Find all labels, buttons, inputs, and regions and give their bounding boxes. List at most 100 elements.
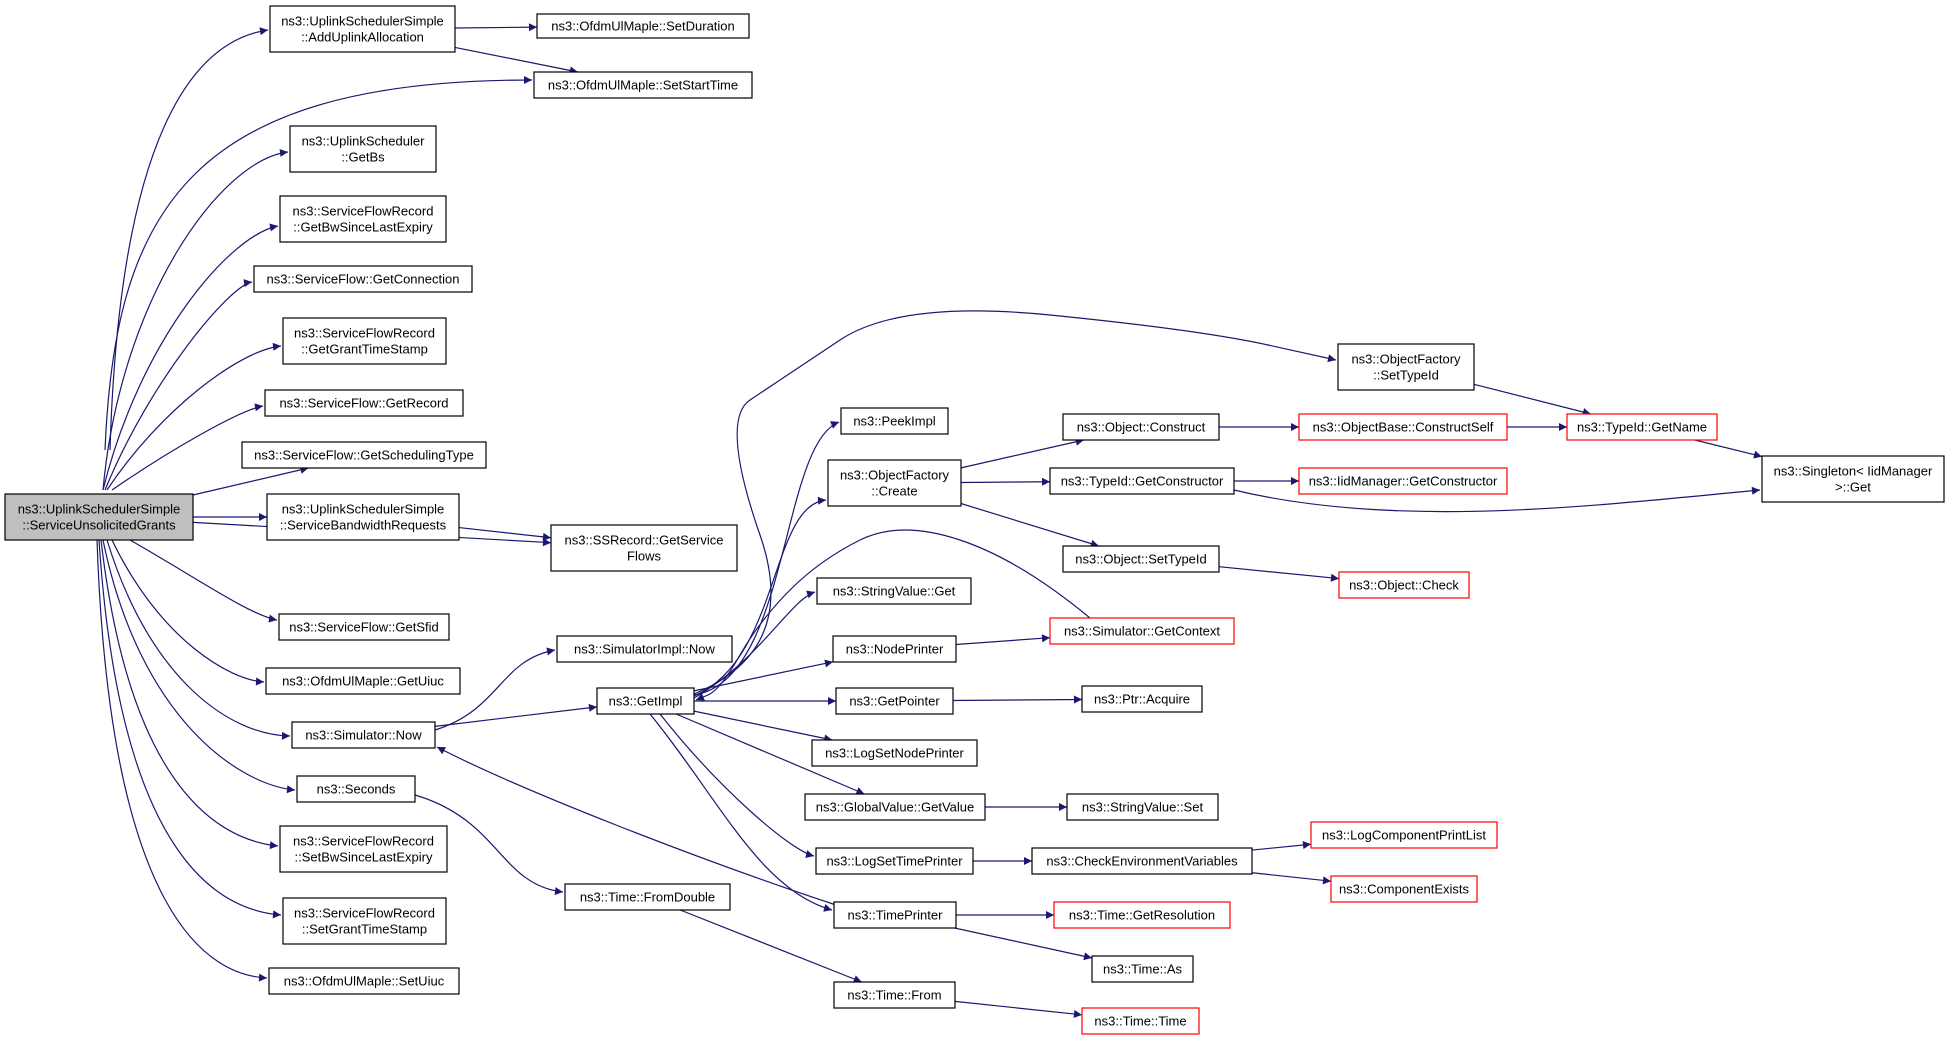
graph-node-n2[interactable]: ns3::OfdmUlMaple::SetDuration <box>536 13 750 39</box>
node-label: ns3::GetPointer <box>849 694 940 709</box>
graph-node-n21[interactable]: ns3::Time::FromDouble <box>564 883 731 911</box>
graph-node-n46[interactable]: ns3::Object::Check <box>1338 571 1470 599</box>
node-box <box>835 687 954 715</box>
node-label: ns3::StringValue::Set <box>1082 800 1204 815</box>
graph-node-n24[interactable]: ns3::PeekImpl <box>840 407 949 435</box>
graph-node-n45[interactable]: ns3::IidManager::GetConstructor <box>1298 467 1508 495</box>
node-label: ns3::SSRecord::GetService <box>565 533 724 548</box>
graph-node-n30[interactable]: ns3::GlobalValue::GetValue <box>804 793 986 821</box>
graph-node-n40[interactable]: ns3::CheckEnvironmentVariables <box>1031 847 1253 875</box>
node-box <box>268 967 460 995</box>
graph-node-n43[interactable]: ns3::TypeId::GetName <box>1566 413 1718 441</box>
node-box <box>536 13 750 39</box>
graph-node-n49[interactable]: ns3::Singleton< IidManager>::Get <box>1761 455 1945 503</box>
graph-node-n42[interactable]: ns3::Time::As <box>1091 955 1194 983</box>
node-label: ::ServiceUnsolicitedGrants <box>22 518 176 533</box>
graph-node-n36[interactable]: ns3::Object::SetTypeId <box>1062 545 1220 573</box>
edge-n1-to-n2 <box>454 23 538 32</box>
node-label: ns3::Simulator::Now <box>305 728 422 743</box>
node-label: ns3::OfdmUlMaple::SetStartTime <box>548 78 738 93</box>
edge-n15-to-n21 <box>414 794 564 896</box>
node-box <box>279 825 448 873</box>
graph-node-n48[interactable]: ns3::ComponentExists <box>1330 875 1478 903</box>
graph-node-n34[interactable]: ns3::Object::Construct <box>1062 413 1220 441</box>
node-box <box>1049 467 1235 495</box>
graph-node-n17[interactable]: ns3::ServiceFlowRecord::SetGrantTimeStam… <box>282 897 447 945</box>
graph-node-n10[interactable]: ns3::UplinkSchedulerSimple::ServiceBandw… <box>266 493 460 541</box>
graph-node-n1[interactable]: ns3::UplinkSchedulerSimple::AddUplinkAll… <box>269 5 456 53</box>
graph-node-n35[interactable]: ns3::TypeId::GetConstructor <box>1049 467 1235 495</box>
graph-node-n39[interactable]: ns3::StringValue::Set <box>1066 793 1219 821</box>
graph-node-n20[interactable]: ns3::GetImpl <box>596 687 695 715</box>
graph-node-n5[interactable]: ns3::ServiceFlowRecord::GetBwSinceLastEx… <box>279 195 447 243</box>
graph-node-n26[interactable]: ns3::StringValue::Get <box>816 577 972 605</box>
edge-n25-to-n34 <box>960 437 1084 469</box>
graph-node-n25[interactable]: ns3::ObjectFactory::Create <box>827 459 962 507</box>
node-box <box>840 407 949 435</box>
graph-node-n28[interactable]: ns3::GetPointer <box>835 687 954 715</box>
graph-node-n12[interactable]: ns3::ServiceFlow::GetSfid <box>278 613 450 641</box>
node-box <box>550 524 738 572</box>
graph-node-n47[interactable]: ns3::LogComponentPrintList <box>1310 821 1498 849</box>
node-label: ns3::Object::SetTypeId <box>1075 552 1207 567</box>
node-box <box>564 883 731 911</box>
edge-n0-to-n3 <box>104 76 533 451</box>
graph-node-n13[interactable]: ns3::OfdmUlMaple::GetUiuc <box>265 667 461 695</box>
edge-n32-to-n42 <box>954 927 1093 961</box>
node-box <box>1298 413 1508 441</box>
edge-n0-to-n5 <box>102 223 279 491</box>
graph-node-n19[interactable]: ns3::SimulatorImpl::Now <box>556 635 733 663</box>
graph-node-n6[interactable]: ns3::ServiceFlow::GetConnection <box>253 265 473 293</box>
node-label: ns3::ObjectFactory <box>1351 352 1461 367</box>
graph-node-n32[interactable]: ns3::TimePrinter <box>833 901 957 929</box>
edge-n32-to-n14 <box>436 746 837 906</box>
graph-node-n14[interactable]: ns3::Simulator::Now <box>291 721 436 749</box>
graph-node-n3[interactable]: ns3::OfdmUlMaple::SetStartTime <box>533 71 753 99</box>
graph-node-n41[interactable]: ns3::Time::GetResolution <box>1053 901 1231 929</box>
node-label: ::GetGrantTimeStamp <box>301 342 428 357</box>
graph-node-n23[interactable]: ns3::Time::Time <box>1081 1007 1200 1035</box>
node-box <box>296 775 416 803</box>
node-label: ns3::ObjectFactory <box>840 468 950 483</box>
node-label: ns3::ServiceFlowRecord <box>294 326 435 341</box>
graph-node-n27[interactable]: ns3::NodePrinter <box>832 635 957 663</box>
node-label: ns3::ServiceFlow::GetConnection <box>267 272 460 287</box>
graph-node-n8[interactable]: ns3::ServiceFlow::GetRecord <box>264 389 464 417</box>
node-box <box>1081 685 1203 713</box>
node-box <box>278 613 450 641</box>
node-label: ns3::GetImpl <box>609 694 683 709</box>
node-box <box>1091 955 1194 983</box>
node-box <box>279 195 447 243</box>
edge-n0-to-n17 <box>98 539 282 919</box>
graph-node-n9[interactable]: ns3::ServiceFlow::GetSchedulingType <box>241 441 487 469</box>
graph-node-n7[interactable]: ns3::ServiceFlowRecord::GetGrantTimeStam… <box>282 317 447 365</box>
graph-node-n16[interactable]: ns3::ServiceFlowRecord::SetBwSinceLastEx… <box>279 825 448 873</box>
node-label: ns3::TimePrinter <box>848 908 944 923</box>
edge-n25-to-n35 <box>960 477 1051 486</box>
edge-n0-to-n12 <box>129 539 278 623</box>
edge-n27-to-n37 <box>955 634 1051 646</box>
graph-node-n38[interactable]: ns3::Ptr::Acquire <box>1081 685 1203 713</box>
graph-node-n15[interactable]: ns3::Seconds <box>296 775 416 803</box>
graph-node-n37[interactable]: ns3::Simulator::GetContext <box>1049 617 1235 645</box>
graph-node-n4[interactable]: ns3::UplinkScheduler::GetBs <box>289 125 437 173</box>
node-box <box>264 389 464 417</box>
edge-n25-to-n36 <box>960 502 1100 548</box>
node-label: ::GetBwSinceLastExpiry <box>293 220 433 235</box>
node-box <box>1081 1007 1200 1035</box>
edge-n14-to-n19 <box>434 647 556 731</box>
node-box <box>253 265 473 293</box>
edge-n0-to-n1 <box>109 27 269 451</box>
node-label: ns3::Simulator::GetContext <box>1064 624 1220 639</box>
graph-node-n18[interactable]: ns3::OfdmUlMaple::SetUiuc <box>268 967 460 995</box>
node-label: ns3::ServiceFlowRecord <box>294 906 435 921</box>
graph-node-n22[interactable]: ns3::Time::From <box>833 981 956 1009</box>
node-label: ns3::Time::FromDouble <box>580 890 715 905</box>
node-box <box>1337 343 1475 391</box>
graph-node-n44[interactable]: ns3::ObjectBase::ConstructSelf <box>1298 413 1508 441</box>
graph-node-n33[interactable]: ns3::ObjectFactory::SetTypeId <box>1337 343 1475 391</box>
graph-node-n29[interactable]: ns3::LogSetNodePrinter <box>811 739 978 767</box>
edge-n14-to-n20 <box>434 703 598 727</box>
graph-node-n31[interactable]: ns3::LogSetTimePrinter <box>815 847 974 875</box>
